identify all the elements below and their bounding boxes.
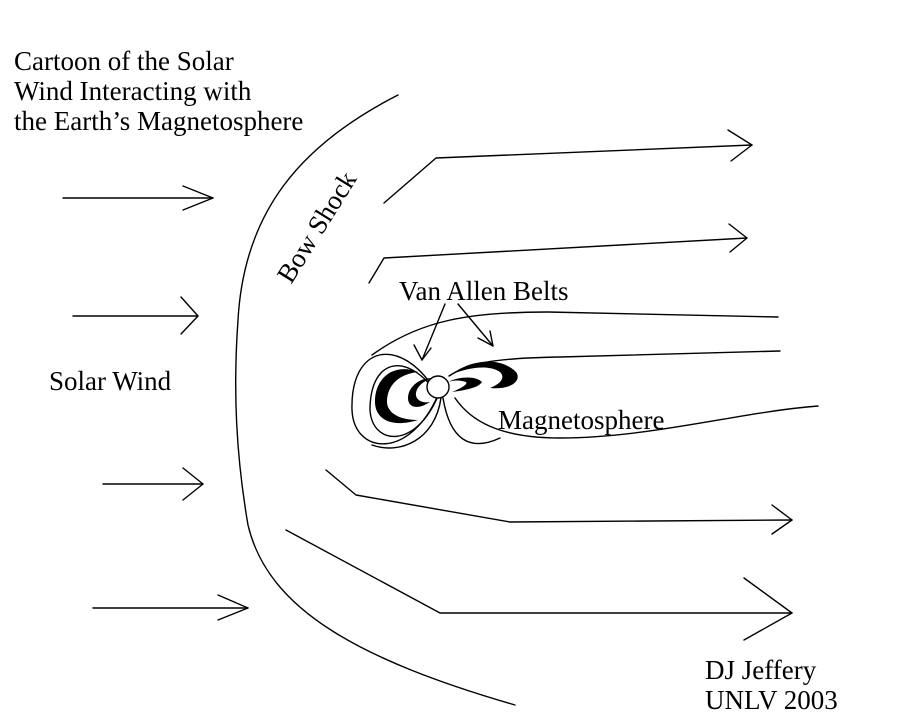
flow-arrow-bottom xyxy=(285,529,793,641)
magnetosphere-label: Magnetosphere xyxy=(498,405,665,435)
credit: DJ Jeffery UNLV 2003 xyxy=(705,655,838,715)
van-allen-pointer-arrows xyxy=(413,303,494,361)
incoming-arrow xyxy=(92,594,249,621)
credit-author: DJ Jeffery xyxy=(705,655,817,685)
bow-shock-curve xyxy=(235,94,516,706)
lower-field-loop xyxy=(371,397,442,449)
flow-arrow-mid xyxy=(368,223,748,284)
title-line: Wind Interacting with xyxy=(14,76,252,106)
incoming-arrow xyxy=(72,296,199,335)
magnetotail-line xyxy=(371,311,779,356)
incoming-arrow xyxy=(102,467,204,501)
van-allen-belts-label: Van Allen Belts xyxy=(399,276,569,306)
incoming-solar-wind-arrows xyxy=(62,185,249,621)
pointer-arrow-left xyxy=(413,303,446,361)
van-allen-belt-outer-right xyxy=(452,361,518,389)
van-allen-belt-outer-left xyxy=(374,369,418,424)
diagram-title: Cartoon of the Solar Wind Interacting wi… xyxy=(14,46,303,136)
magnetotail-line xyxy=(454,397,819,439)
dayside-field-loop xyxy=(351,353,439,445)
deflected-flow-lines xyxy=(285,129,793,641)
flow-arrow-upper xyxy=(383,129,753,204)
van-allen-belt-inner-right xyxy=(448,377,482,392)
lower-field-loop xyxy=(442,397,501,445)
van-allen-belts xyxy=(374,361,518,424)
title-line: the Earth’s Magnetosphere xyxy=(14,106,304,136)
credit-affiliation: UNLV 2003 xyxy=(705,685,838,715)
incoming-arrow xyxy=(62,185,214,211)
dayside-field-loop xyxy=(369,365,439,438)
van-allen-belt-inner-left xyxy=(408,378,432,407)
title-line: Cartoon of the Solar xyxy=(14,46,234,76)
earth xyxy=(426,375,450,399)
flow-arrow-lower xyxy=(325,469,793,535)
solar-wind-label: Solar Wind xyxy=(49,366,172,396)
pointer-arrow-right xyxy=(457,303,494,347)
